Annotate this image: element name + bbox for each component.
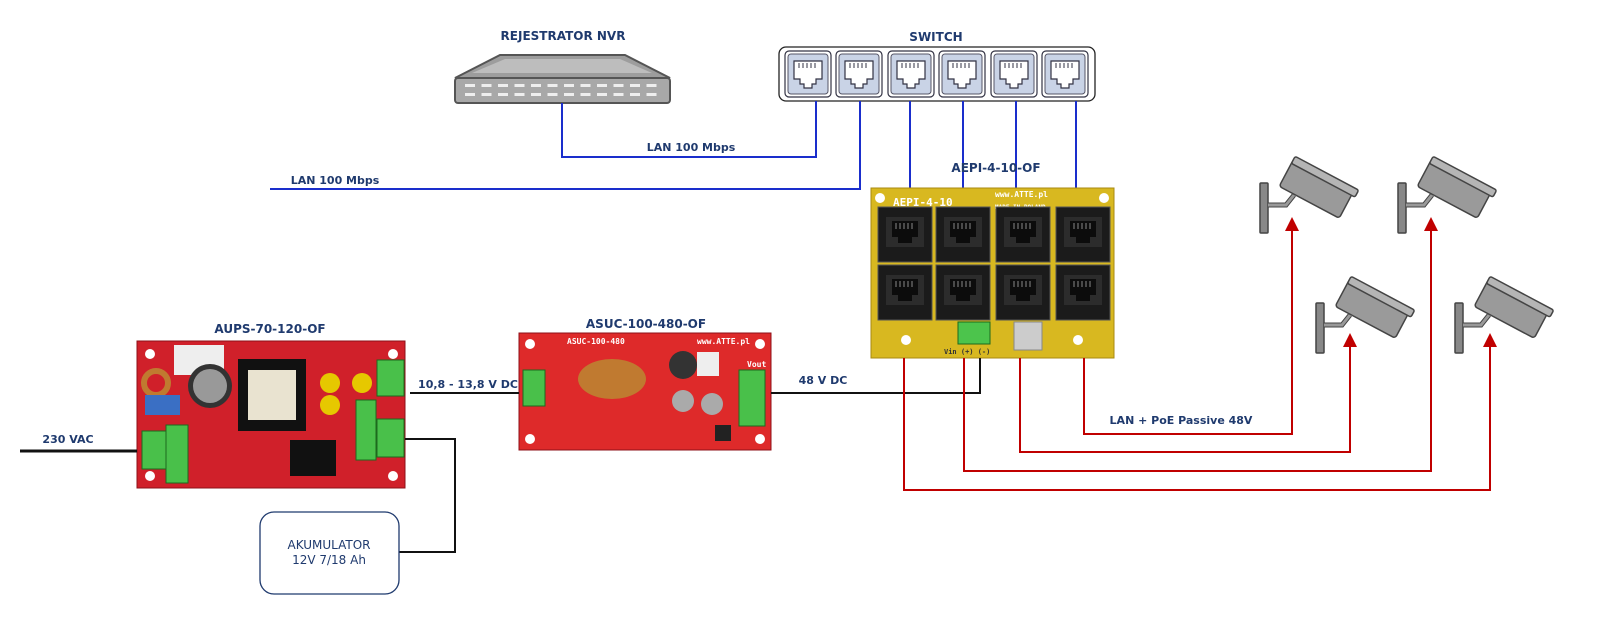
nvr-led [613, 84, 624, 87]
poe-cables [903, 217, 1497, 491]
poe-cable-1 [1083, 217, 1299, 435]
aups-asuc-label: 10,8 - 13,8 V DC [418, 378, 518, 391]
switch-port-4 [938, 50, 986, 98]
nvr-switch-label: LAN 100 Mbps [647, 141, 736, 154]
asuc-pcb-vout: Vout [747, 360, 766, 369]
nvr-title: REJESTRATOR NVR [501, 29, 626, 43]
battery-line2: 12V 7/18 Ah [292, 553, 366, 567]
nvr-led [564, 84, 574, 87]
nvr-led [531, 84, 541, 87]
nvr-led [580, 93, 591, 96]
poe-cable-2 [1019, 333, 1357, 453]
switch-port-5 [990, 50, 1038, 98]
nvr-switch-cable [561, 101, 817, 158]
asuc-aepi-cable [771, 358, 981, 394]
nvr-led [514, 84, 525, 87]
aepi-title: AEPI-4-10-OF [951, 161, 1040, 175]
aepi-board: AEPI-4-10 www.ATTE.pl MADE IN POLAND Vin… [870, 187, 1115, 359]
nvr-device [454, 54, 671, 104]
aepi-pcb-url: www.ATTE.pl [995, 190, 1048, 199]
uplink-label: LAN 100 Mbps [291, 174, 380, 187]
nvr-led [630, 93, 640, 96]
nvr-led [597, 93, 607, 96]
asuc-pcb-url: www.ATTE.pl [697, 337, 750, 346]
nvr-led [531, 93, 541, 96]
nvr-led [481, 93, 492, 96]
battery-line1: AKUMULATOR [287, 538, 370, 552]
nvr-led [613, 93, 624, 96]
nvr-led [481, 84, 492, 87]
aups-title: AUPS-70-120-OF [214, 322, 325, 336]
asuc-pcb-text: ASUC-100-480 [567, 337, 625, 346]
switch-port-3 [887, 50, 935, 98]
nvr-led [465, 93, 475, 96]
nvr-led [646, 84, 657, 87]
uplink-cable [270, 101, 861, 190]
nvr-led [547, 84, 558, 87]
switch-port-2 [835, 50, 883, 98]
camera-icon-3 [1316, 276, 1415, 353]
switch-title: SWITCH [909, 30, 962, 44]
switch-port-6 [1041, 50, 1089, 98]
camera-icon-2 [1398, 156, 1497, 233]
asuc-aepi-label: 48 V DC [799, 374, 848, 387]
poe-cable-4 [903, 333, 1497, 491]
battery-box: AKUMULATOR 12V 7/18 Ah [259, 511, 400, 595]
nvr-led [630, 84, 640, 87]
nvr-led [597, 84, 607, 87]
nvr-led [498, 84, 508, 87]
nvr-led [514, 93, 525, 96]
nvr-led [498, 93, 508, 96]
asuc-title: ASUC-100-480-OF [586, 317, 706, 331]
poe-cable-3 [963, 217, 1438, 472]
nvr-led [580, 84, 591, 87]
aepi-pcb-vin: Vin (+) (-) [944, 348, 990, 356]
aepi-pcb-text: AEPI-4-10 [893, 196, 953, 209]
camera-icon-1 [1260, 156, 1359, 233]
lan-cables [270, 101, 1077, 190]
aups-board [136, 340, 406, 489]
battery-cable [399, 438, 456, 553]
nvr-led [646, 93, 657, 96]
nvr-led [547, 93, 558, 96]
switch-port-1 [784, 50, 832, 98]
mains-label: 230 VAC [42, 433, 93, 446]
switch-device [778, 46, 1096, 102]
power-cables [20, 358, 981, 553]
camera-icon-4 [1455, 276, 1554, 353]
asuc-board: ASUC-100-480 www.ATTE.pl Vout [518, 332, 772, 451]
nvr-led [564, 93, 574, 96]
poe-label: LAN + PoE Passive 48V [1110, 414, 1253, 427]
nvr-led [465, 84, 475, 87]
